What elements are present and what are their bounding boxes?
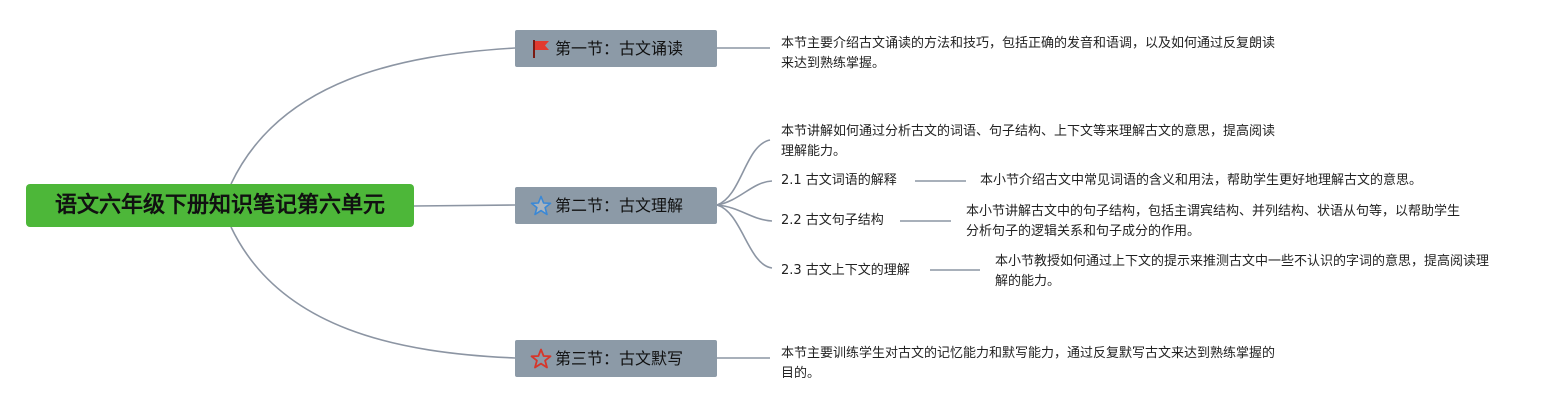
section-2-to-subtopic-2-line [716, 204, 773, 222]
section-1-note: 本节主要介绍古文诵读的方法和技巧，包括正确的发音和语调，以及如何通过反复朗读来达… [781, 36, 1276, 71]
subtopic-2-1-label[interactable]: 2.1 古文词语的解释 [781, 173, 897, 188]
section-2-to-note-line [716, 139, 771, 206]
section-1-label: 第一节：古文诵读 [555, 39, 684, 58]
blue-outline-star-icon [530, 195, 552, 216]
subtopic-2-2-label[interactable]: 2.2 古文句子结构 [781, 213, 884, 228]
subtopic-2-1-note: 本小节介绍古文中常见词语的含义和用法，帮助学生更好地理解古文的意思。 [980, 173, 1423, 188]
root-to-section-1-line [230, 47, 516, 185]
red-outline-star-icon [530, 348, 552, 369]
section-2-to-subtopic-1-line [716, 180, 773, 206]
red-flag-icon [533, 40, 549, 58]
section-3-topic[interactable]: 第三节：古文默写 [515, 340, 717, 377]
section-2-topic[interactable]: 第二节：古文理解 [515, 187, 717, 224]
subtopic-2-2-note: 本小节讲解古文中的句子结构，包括主谓宾结构、并列结构、状语从句等，以帮助学生分析… [966, 204, 1461, 239]
subtopic-2-3-label[interactable]: 2.3 古文上下文的理解 [781, 263, 910, 278]
root-to-section-3-line [230, 226, 516, 359]
section-1-topic[interactable]: 第一节：古文诵读 [515, 30, 717, 67]
section-3-label: 第三节：古文默写 [555, 349, 684, 368]
section-2-note: 本节讲解如何通过分析古文的词语、句子结构、上下文等来理解古文的意思，提高阅读理解… [781, 124, 1276, 159]
section-2-to-subtopic-3-line [716, 204, 773, 269]
root-to-section-2-line [413, 204, 516, 207]
root-topic[interactable]: 语文六年级下册知识笔记第六单元 [26, 184, 414, 227]
subtopic-2-3-note: 本小节教授如何通过上下文的提示来推测古文中一些不认识的字词的意思，提高阅读理解的… [995, 254, 1490, 289]
section-3-note: 本节主要训练学生对古文的记忆能力和默写能力，通过反复默写古文来达到熟练掌握的目的… [781, 346, 1276, 381]
section-2-label: 第二节：古文理解 [555, 196, 684, 215]
